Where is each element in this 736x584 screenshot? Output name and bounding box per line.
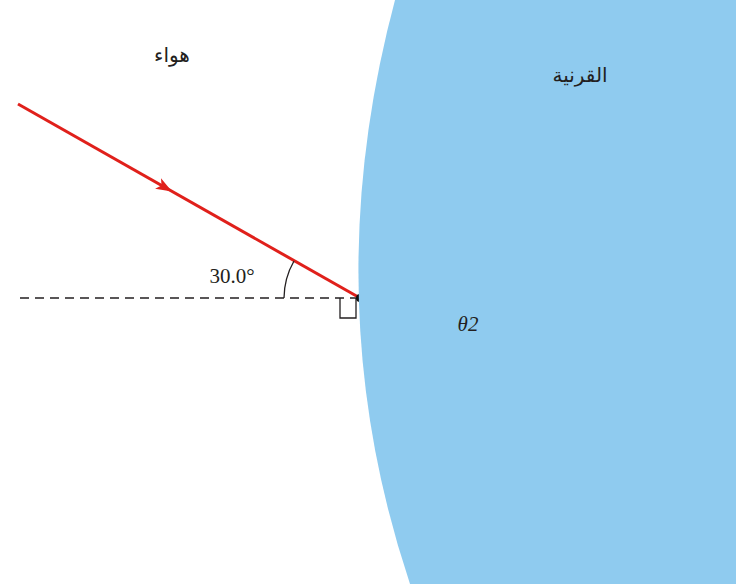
angle-symbol: θ2 xyxy=(458,312,479,337)
cornea-region: القرنية xyxy=(355,0,736,584)
cornea-shape xyxy=(355,0,736,584)
region-label: القرنية xyxy=(552,63,607,87)
angle-value: 30.0° xyxy=(209,264,254,289)
medium-label: هواء xyxy=(154,43,190,67)
